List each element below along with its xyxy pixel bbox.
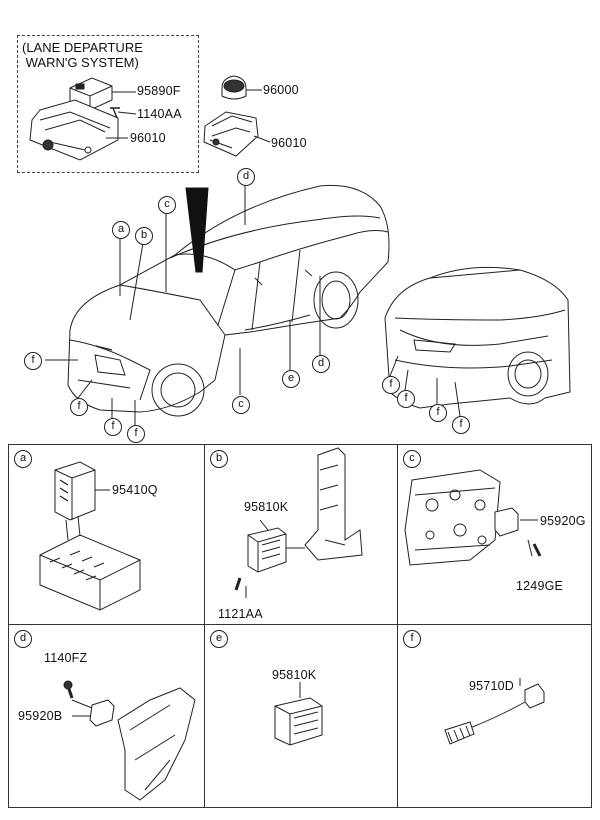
car-callout-f-1: f	[24, 352, 42, 370]
panel-b-id: b	[210, 450, 228, 468]
inset-title-line1: (LANE DEPARTURE	[22, 40, 143, 55]
inset-title-line2: WARN'G SYSTEM)	[22, 55, 139, 70]
panel-a-id: a	[14, 450, 32, 468]
car-front-drawing	[67, 184, 390, 417]
car-callout-f-5: f	[382, 376, 400, 394]
inset-part-label-3: 96010	[130, 131, 166, 145]
car-callout-f-3: f	[104, 418, 122, 436]
panel-a-drawing	[39, 461, 141, 611]
panel-e-id: e	[210, 630, 228, 648]
car-callout-e: e	[282, 370, 300, 388]
panel-d-part-1: 1140FZ	[44, 651, 88, 665]
car-callout-f-8: f	[452, 416, 470, 434]
panel-e-part-1: 95810K	[272, 668, 317, 682]
panel-e-drawing	[274, 682, 323, 746]
panel-c: c	[397, 444, 592, 625]
car-callout-d-2: d	[312, 355, 330, 373]
car-callout-f-6: f	[397, 390, 415, 408]
panel-d-part-2: 95920B	[18, 709, 63, 723]
car-callout-c: c	[158, 196, 176, 214]
panel-a-part-1: 95410Q	[112, 483, 158, 497]
inset-part-label-2: 1140AA	[137, 107, 182, 121]
panel-f: f	[397, 624, 592, 808]
car-callout-f-2: f	[70, 398, 88, 416]
panel-c-part-1: 95920G	[540, 514, 586, 528]
car-callout-a: a	[112, 221, 130, 239]
lane-camera-module-drawing	[29, 77, 120, 161]
panel-b: b	[204, 444, 398, 625]
lane-departure-inset	[17, 35, 199, 173]
panel-b-drawing	[234, 447, 363, 598]
panel-c-id: c	[403, 450, 421, 468]
panel-e: e	[204, 624, 398, 808]
part-label-96010: 96010	[271, 136, 307, 150]
panel-d-drawing	[63, 680, 196, 801]
panel-d-id: d	[14, 630, 32, 648]
car-callout-d: d	[237, 168, 255, 186]
car-callout-c-2: c	[232, 396, 250, 414]
panel-b-part-2: 1121AA	[218, 607, 263, 621]
car-rear-drawing	[384, 266, 571, 409]
panel-c-drawing	[404, 469, 542, 566]
panel-c-part-2: 1249GE	[516, 579, 564, 593]
panel-f-part-1: 95710D	[469, 679, 514, 693]
inset-part-label-1: 95890F	[137, 84, 181, 98]
panel-a: a	[8, 444, 205, 625]
panel-b-part-1: 95810K	[244, 500, 289, 514]
rain-sensor-drawing	[203, 75, 259, 157]
car-callout-b: b	[135, 227, 153, 245]
inset-title: (LANE DEPARTURE WARN'G SYSTEM)	[22, 40, 143, 70]
panel-f-drawing	[444, 678, 545, 745]
panel-f-id: f	[403, 630, 421, 648]
part-label-96000: 96000	[263, 83, 299, 97]
car-callout-f-7: f	[429, 404, 447, 422]
car-callout-f-4: f	[127, 425, 145, 443]
